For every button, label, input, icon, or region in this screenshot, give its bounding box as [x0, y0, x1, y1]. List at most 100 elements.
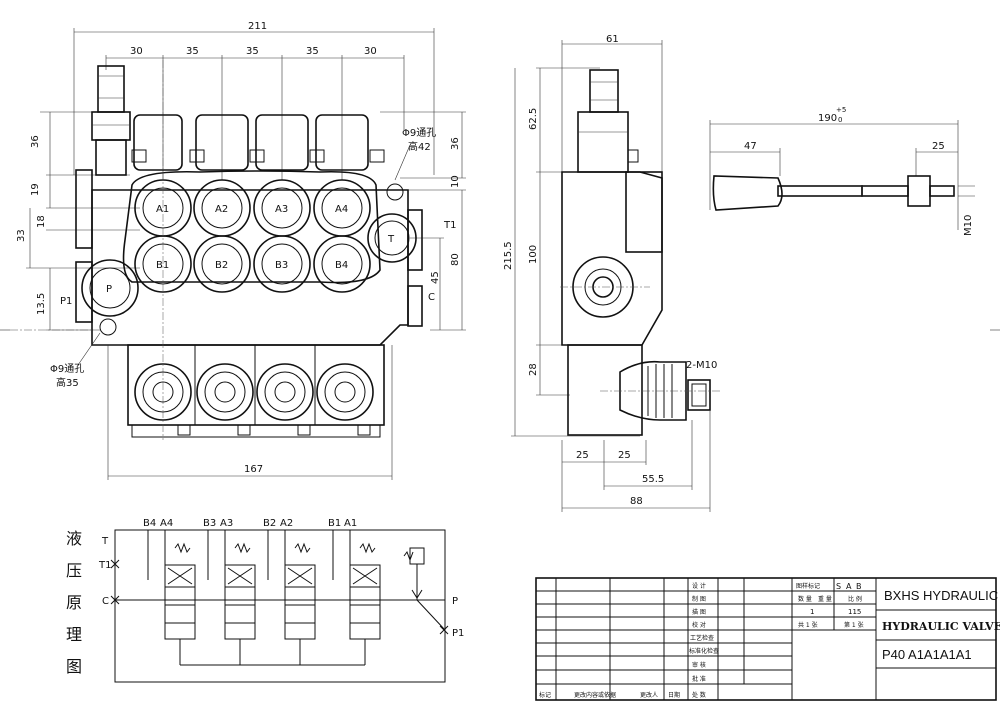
- dim-19: 19: [30, 183, 41, 196]
- spool-caps: [134, 363, 374, 421]
- dim-section-4: 35: [306, 46, 319, 57]
- tb-company: BXHS HYDRAULIC: [884, 588, 998, 603]
- port-t: T: [387, 234, 395, 245]
- tb-row-1: 设 计: [692, 582, 706, 590]
- tb-row-3: 描 图: [692, 608, 706, 616]
- handle-view: 190 +5 0 47 25 M10: [709, 106, 975, 236]
- dim-100: 100: [528, 245, 539, 264]
- label-a4: A4: [160, 518, 173, 529]
- front-view: 211 30 35 35 35 30 36 19 18 33 13.5 36 1…: [10, 21, 466, 480]
- port-b1: B1: [156, 260, 169, 271]
- dim-tol-plus: +5: [836, 106, 846, 114]
- tb-row-6: 标准化检查: [689, 647, 719, 655]
- tb-weight-value: 115: [848, 608, 861, 616]
- port-a1: A1: [156, 204, 169, 215]
- schematic-sections: [115, 530, 446, 666]
- thread-note: 2-M10: [686, 360, 717, 371]
- tb-model: P40 A1A1A1A1: [882, 647, 972, 662]
- tb-scale: 比 例: [848, 595, 862, 603]
- hole-note-top: Φ9通孔: [402, 127, 436, 139]
- tb-weight: 重 量: [818, 595, 832, 603]
- dim-55-5: 55.5: [642, 474, 664, 485]
- tb-mark-a: A: [846, 582, 852, 591]
- tb-bottom-2: 更改内容或依据: [574, 691, 616, 699]
- label-p: P: [452, 596, 458, 607]
- label-b4: B4: [143, 518, 156, 529]
- tb-drawing-mark: 图样标记: [796, 582, 820, 590]
- tb-bottom-3: 更改人: [640, 691, 658, 699]
- tb-row-8: 批 准: [692, 675, 706, 683]
- side-view: 61 62.5 215.5 100 28 2-M10 25 25 55.5 88: [503, 34, 720, 512]
- dim-61: 61: [606, 34, 619, 45]
- schematic-title-5: 图: [66, 657, 82, 676]
- dim-25a: 25: [576, 450, 589, 461]
- tb-row-2: 制 图: [692, 595, 706, 603]
- dim-190: 190: [818, 113, 837, 124]
- tb-bottom-1: 标记: [539, 691, 551, 699]
- schematic-title-4: 理: [66, 625, 82, 644]
- label-a3: A3: [220, 518, 233, 529]
- dim-80: 80: [450, 253, 461, 266]
- dim-88: 88: [630, 496, 643, 507]
- title-block: 设 计 制 图 描 图 校 对 工艺检查 标准化检查 审 核 批 准 图样标记 …: [535, 577, 1000, 701]
- dim-section-1: 30: [130, 46, 143, 57]
- dim-62-5: 62.5: [528, 108, 539, 130]
- schematic-title-2: 压: [66, 561, 82, 580]
- tb-row-7: 审 核: [692, 661, 706, 669]
- schematic-title-3: 原: [66, 593, 82, 612]
- label-p1: P1: [452, 628, 464, 639]
- port-b2: B2: [215, 260, 228, 271]
- port-b3: B3: [275, 260, 288, 271]
- port-p1-label: P1: [60, 296, 72, 307]
- dim-section-2: 35: [186, 46, 199, 57]
- dim-211: 211: [248, 21, 267, 32]
- label-t: T: [101, 536, 109, 547]
- dim-25b: 25: [618, 450, 631, 461]
- tb-mark-s: S: [836, 582, 841, 591]
- dim-section-5: 30: [364, 46, 377, 57]
- port-a4: A4: [335, 204, 348, 215]
- tb-qty-value: 1: [810, 608, 814, 616]
- schematic-title-1: 液: [66, 529, 82, 548]
- tb-bottom-5: 处 数: [692, 691, 706, 699]
- port-t1-label: T1: [443, 220, 456, 231]
- label-b2: B2: [263, 518, 276, 529]
- hole-note-top-depth: 高42: [408, 140, 431, 153]
- label-t1: T1: [98, 560, 111, 571]
- dim-36-left: 36: [30, 135, 41, 148]
- dim-36-right: 36: [450, 137, 461, 150]
- port-b4: B4: [335, 260, 348, 271]
- dim-13-5: 13.5: [36, 293, 47, 315]
- label-b3: B3: [203, 518, 216, 529]
- dim-167: 167: [244, 464, 263, 475]
- tb-row-4: 校 对: [692, 621, 706, 629]
- dim-tol-zero: 0: [838, 116, 842, 124]
- port-a3: A3: [275, 204, 288, 215]
- port-p: P: [106, 284, 112, 295]
- dim-10: 10: [450, 175, 461, 188]
- hole-note-bottom: Φ9通孔: [50, 363, 84, 375]
- tb-sheet-no: 第 1 张: [844, 621, 864, 629]
- port-c-label: C: [428, 292, 435, 303]
- tb-bottom-4: 日期: [668, 691, 680, 699]
- dim-25-handle: 25: [932, 141, 945, 152]
- hole-note-bottom-depth: 高35: [56, 376, 79, 389]
- hydraulic-schematic: 液 压 原 理 图 T T1 C P P1 B4 A4 B3 A3 B2 A2 …: [66, 518, 464, 683]
- label-a1: A1: [344, 518, 357, 529]
- dim-33: 33: [16, 229, 27, 242]
- label-b1: B1: [328, 518, 341, 529]
- dim-28: 28: [528, 363, 539, 376]
- tb-product: HYDRAULIC VALVE: [882, 620, 1000, 633]
- dim-section-3: 35: [246, 46, 259, 57]
- dim-18: 18: [36, 215, 47, 228]
- label-c: C: [102, 596, 109, 607]
- label-a2: A2: [280, 518, 293, 529]
- tb-qty: 数 量: [798, 595, 812, 603]
- port-a2: A2: [215, 204, 228, 215]
- thread-m10: M10: [963, 215, 974, 236]
- dim-45: 45: [430, 271, 441, 284]
- tb-sheet-total: 共 1 张: [798, 621, 818, 629]
- tb-row-5: 工艺检查: [690, 634, 714, 642]
